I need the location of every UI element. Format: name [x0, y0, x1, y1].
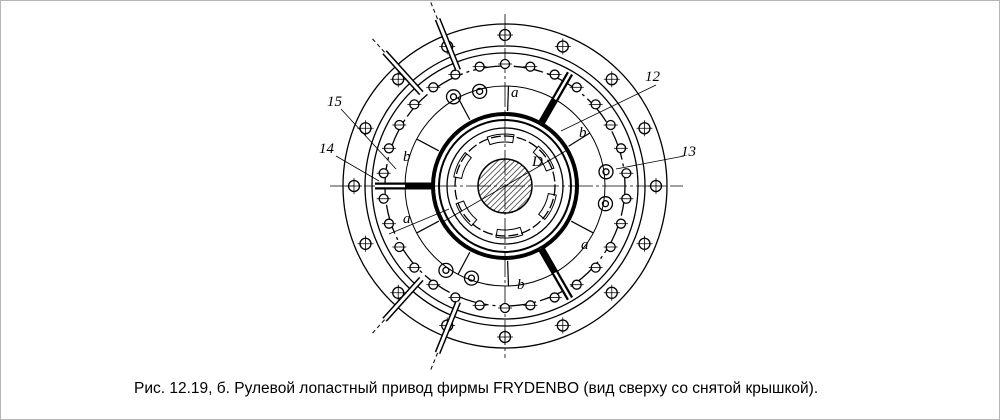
chamber-wall — [568, 132, 591, 147]
hub-window — [532, 145, 555, 172]
diameter-line — [442, 149, 568, 223]
callout-13: 13 — [681, 144, 696, 160]
chamber-b-right: b — [579, 125, 587, 141]
chamber-a-right: a — [581, 237, 589, 253]
flow-arrow-icon — [429, 352, 439, 372]
dimension-line — [388, 208, 450, 235]
leader-13 — [615, 155, 685, 170]
pipe-bore — [383, 51, 423, 95]
hub-window — [453, 151, 472, 179]
chamber-wall — [507, 260, 510, 286]
leader-14 — [335, 155, 380, 182]
chamber-a-left: a — [403, 211, 411, 227]
hub-window — [455, 200, 478, 227]
chamber-wall — [457, 97, 471, 121]
chamber-wall — [457, 251, 471, 275]
flow-arrow-icon — [370, 37, 385, 53]
valve-icon — [445, 89, 462, 105]
callout-12: 12 — [645, 69, 661, 85]
chamber-wall — [507, 86, 510, 112]
valve-core — [601, 200, 610, 208]
callout-14: 14 — [319, 141, 335, 157]
pipe-bore — [436, 18, 460, 71]
valve-core — [602, 168, 610, 176]
chamber-wall — [570, 220, 594, 234]
valve-core — [467, 274, 476, 282]
leader-15 — [340, 108, 397, 170]
diameter-label: D — [531, 154, 543, 170]
flow-arrow-icon — [429, 1, 439, 20]
figure-caption: Рис. 12.19, б. Рулевой лопастный привод … — [134, 380, 819, 397]
chamber-b-bottom: b — [517, 277, 525, 293]
chamber-a-top: a — [511, 85, 519, 101]
leader-12 — [560, 84, 657, 132]
rotor-vane — [538, 97, 558, 126]
valve-core — [475, 87, 484, 95]
valve-icon — [598, 164, 614, 180]
pipe-bore — [383, 277, 423, 321]
rotor-vane — [538, 246, 558, 275]
valve-core — [449, 93, 458, 101]
valve-icon — [597, 196, 614, 212]
chamber-b-left: b — [403, 149, 411, 165]
chamber-wall — [416, 138, 440, 152]
hub-window — [486, 133, 515, 146]
pipe-bore — [436, 301, 460, 354]
valve-icon — [438, 262, 454, 279]
valve-icon — [463, 270, 480, 286]
callout-15: 15 — [327, 94, 343, 110]
valve-core — [442, 266, 450, 275]
hub-window — [495, 226, 524, 239]
flow-arrow-icon — [370, 319, 385, 335]
chamber-wall — [416, 220, 440, 234]
valve-icon — [471, 83, 488, 99]
hub-window — [538, 193, 557, 221]
